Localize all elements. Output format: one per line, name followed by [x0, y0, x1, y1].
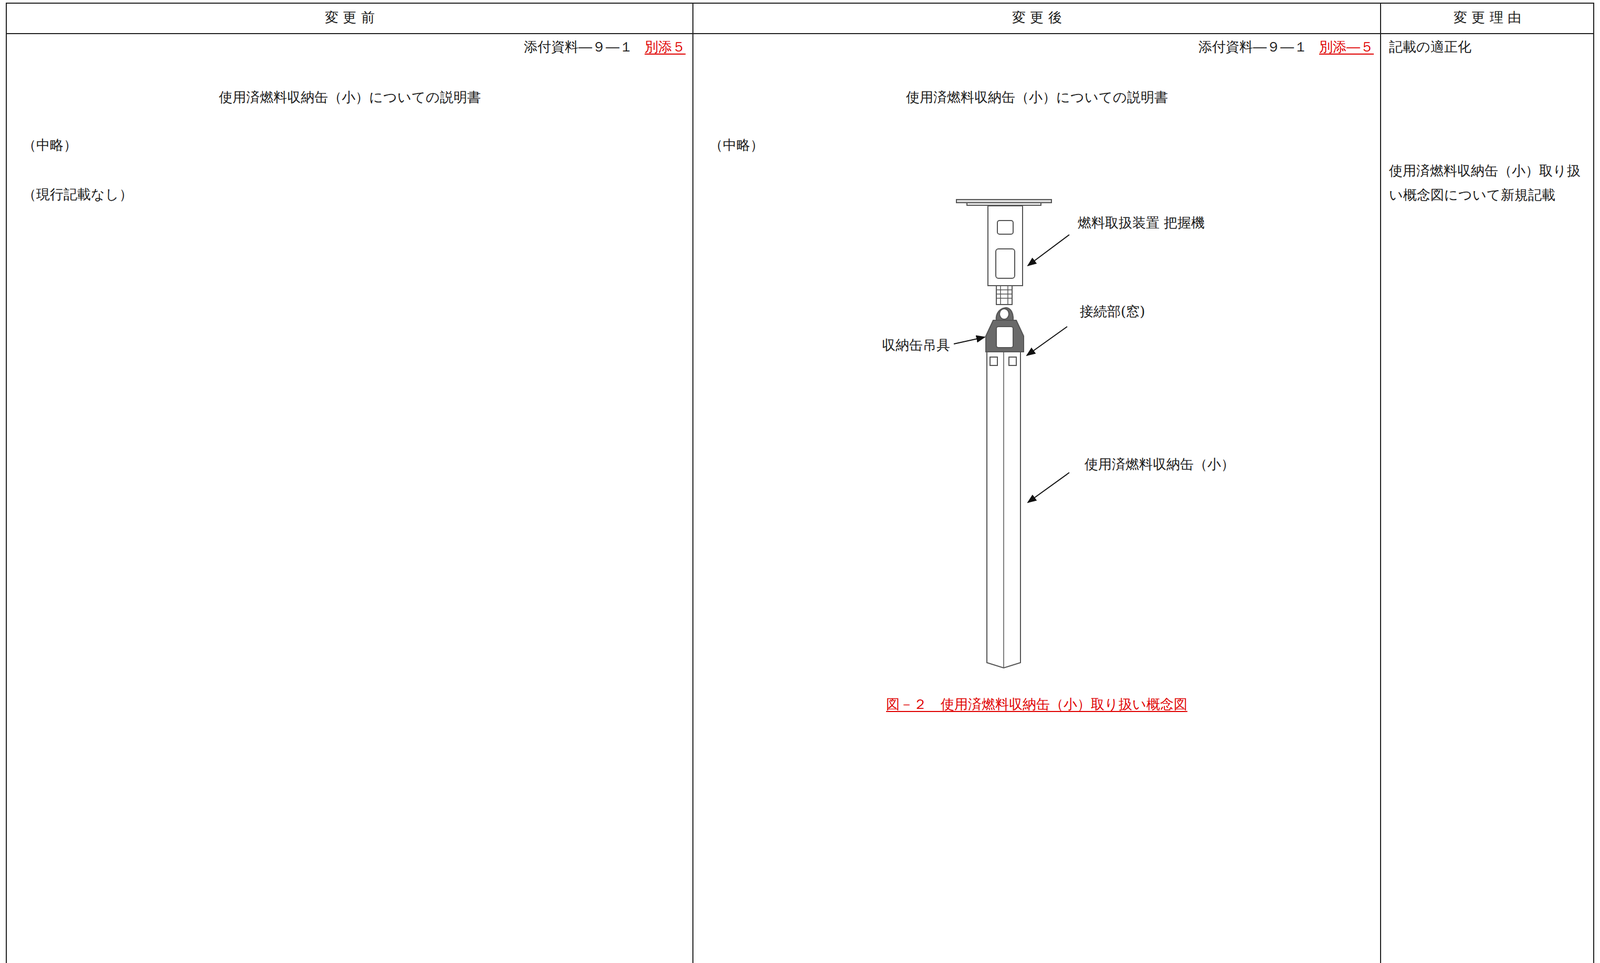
lifting-tool-hoop: [996, 307, 1014, 321]
omission-note: （中略）: [709, 132, 764, 157]
gripper-plate-lip: [966, 202, 1041, 206]
omission-note: （中略）: [22, 132, 78, 157]
attachment-number: 添付資料―９―１: [1198, 34, 1308, 59]
annex-number: 別添―５: [1319, 34, 1374, 59]
gripper-body: [987, 205, 1023, 286]
header-rule: [6, 33, 1594, 35]
lifting-tool-block: [985, 320, 1024, 352]
gripper-window: [997, 220, 1014, 235]
attachment-number: 添付資料―９―１: [523, 34, 634, 59]
gripper-neck: [996, 285, 1013, 305]
gripper-window: [995, 248, 1015, 279]
document-title: 使用済燃料収納缶（小）についての説明書: [218, 85, 481, 110]
leader-line: [953, 337, 985, 344]
column-rule: [692, 3, 694, 963]
storage-can: [986, 351, 1021, 668]
part-label: 使用済燃料収納缶（小）: [1084, 451, 1235, 477]
leader-line: [1027, 472, 1070, 503]
handling-figure: [956, 199, 1052, 668]
leader-line: [1027, 234, 1070, 266]
connection-window: [1008, 356, 1017, 366]
connection-window: [990, 356, 998, 366]
figure-caption: 図－２ 使用済燃料収納缶（小）取り扱い概念図: [886, 691, 1188, 717]
table-border: [6, 3, 1594, 963]
note: （現行記載なし）: [22, 182, 133, 207]
column-rule: [1380, 3, 1382, 963]
gripper-neck-mesh: [996, 285, 1013, 305]
annex-number: 別添５: [644, 34, 686, 59]
header-cell: 変 更 前: [324, 5, 375, 30]
part-label: 燃料取扱装置 把握機: [1077, 210, 1205, 235]
change-reason: 使用済燃料収納缶（小）取り扱い概念図について新規記載: [1388, 158, 1591, 207]
leader-lines: [953, 234, 1070, 503]
can-edge: [1003, 351, 1005, 668]
document-title: 使用済燃料収納缶（小）についての説明書: [906, 85, 1168, 110]
lifting-tool-window: [996, 326, 1014, 348]
header-cell: 変 更 理 由: [1453, 5, 1522, 30]
part-label: 接続部(窓): [1079, 299, 1145, 324]
header-cell: 変 更 後: [1012, 5, 1062, 30]
leader-line: [1026, 326, 1068, 356]
part-label: 収納缶吊具: [881, 332, 951, 357]
lifting-tool-eye: [999, 308, 1009, 320]
change-reason: 記載の適正化: [1388, 34, 1472, 59]
table-grid: [6, 3, 1594, 963]
